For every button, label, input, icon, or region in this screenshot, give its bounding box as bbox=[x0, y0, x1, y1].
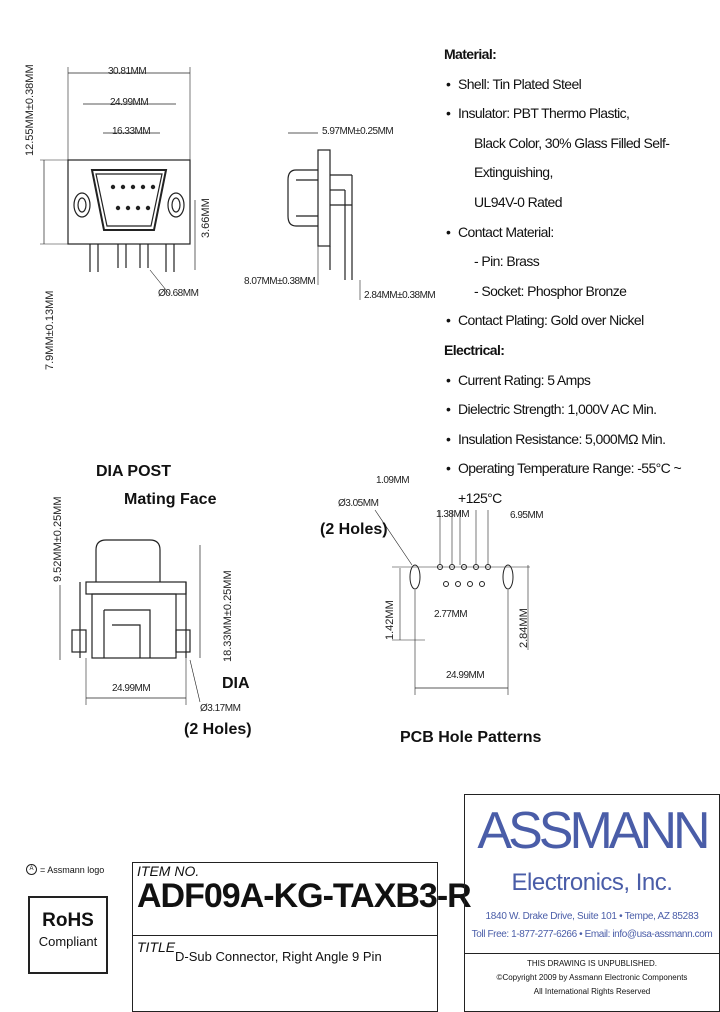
spec-insulator-cont2: UL94V-0 Rated bbox=[474, 193, 563, 210]
pcb-title: PCB Hole Patterns bbox=[400, 729, 542, 746]
dim-front-pin-offset: 3.66MM bbox=[200, 198, 212, 238]
dim-side-pin-row: 8.07MM±0.38MM bbox=[244, 276, 316, 287]
electrical-heading: Electrical: bbox=[444, 341, 505, 358]
spec-contact-plating: Contact Plating: Gold over Nickel bbox=[444, 306, 720, 336]
dim-front-height: 12.55MM±0.38MM bbox=[24, 64, 36, 156]
notice-2: ©Copyright 2009 by Assmann Electronic Co… bbox=[496, 973, 688, 982]
dim-pcb-6: 2.77MM bbox=[434, 609, 468, 620]
logo-note: A = Assmann logo bbox=[26, 864, 104, 875]
dim-mating-post: 9.52MM±0.25MM bbox=[52, 496, 64, 582]
assmann-logo: ASSMANN bbox=[477, 802, 710, 860]
address: 1840 W. Drake Drive, Suite 101 • Tempe, … bbox=[485, 911, 699, 922]
dim-pcb-8: 24.99MM bbox=[446, 670, 485, 681]
pcb-two-holes: (2 Holes) bbox=[320, 521, 388, 538]
rohs-text: RoHS bbox=[42, 910, 94, 931]
title-block: ITEM NO. ADF09A-KG-TAXB3-R TITLE D-Sub C… bbox=[132, 862, 472, 1012]
spec-socket: - Socket: Phosphor Bronze bbox=[474, 282, 627, 299]
dim-mating-depth: 18.33MM±0.25MM bbox=[222, 570, 234, 662]
dim-front-pitch: 24.99MM bbox=[110, 97, 149, 108]
dim-side-pitch: 2.84MM±0.38MM bbox=[364, 290, 436, 301]
dim-pcb-hole: Ø3.05MM bbox=[338, 498, 379, 509]
dim-side-depth: 5.97MM±0.25MM bbox=[322, 126, 394, 137]
dim-front-shell: 16.33MM bbox=[112, 126, 151, 137]
assmann-mark-icon: A bbox=[26, 864, 37, 875]
dim-front-width: 30.81MM bbox=[108, 66, 147, 77]
compliant-text: Compliant bbox=[38, 934, 98, 949]
item-number: ADF09A-KG-TAXB3-R bbox=[137, 877, 472, 915]
spec-pin: - Pin: Brass bbox=[474, 253, 540, 270]
dim-pcb-3: 1.38MM bbox=[436, 509, 470, 520]
dim-pcb-4: 6.95MM bbox=[510, 510, 544, 521]
dim-mating-width: 24.99MM bbox=[112, 683, 151, 694]
contact: Toll Free: 1-877-277-6266 • Email: info@… bbox=[471, 929, 713, 940]
material-heading: Material: bbox=[444, 46, 497, 62]
spec-insulator: Insulator: PBT Thermo Plastic, bbox=[444, 99, 720, 129]
notice-3: All International Rights Reserved bbox=[533, 987, 651, 996]
dim-pcb-7: 2.84MM bbox=[518, 608, 530, 648]
mating-face-label: Mating Face bbox=[124, 491, 217, 508]
dim-mating-hole: Ø3.17MM bbox=[200, 703, 241, 714]
spec-shell: Shell: Tin Plated Steel bbox=[444, 70, 720, 100]
brand-sub: Electronics, Inc. bbox=[511, 869, 673, 896]
spec-insulation: Insulation Resistance: 5,000MΩ Min. bbox=[444, 425, 720, 455]
dim-pcb-1: 1.09MM bbox=[376, 475, 410, 486]
mating-view-drawing bbox=[59, 539, 201, 705]
dim-pcb-5: 1.42MM bbox=[384, 600, 396, 640]
logo-note-text: = Assmann logo bbox=[40, 864, 105, 875]
item-label: ITEM NO. bbox=[137, 863, 200, 879]
rohs-badge: RoHS Compliant bbox=[28, 896, 108, 974]
front-view-drawing bbox=[40, 67, 361, 300]
notice-1: THIS DRAWING IS UNPUBLISHED. bbox=[527, 959, 657, 968]
dim-front-pin-length: 7.9MM±0.13MM bbox=[44, 290, 56, 370]
pcb-pattern-drawing bbox=[374, 509, 530, 695]
brand-block: ASSMANN Electronics, Inc. 1840 W. Drake … bbox=[464, 794, 720, 1012]
dia-label: DIA bbox=[222, 675, 250, 692]
spec-dielectric: Dielectric Strength: 1,000V AC Min. bbox=[444, 395, 720, 425]
title-label: TITLE bbox=[137, 939, 176, 955]
specifications: Material: Shell: Tin Plated Steel Insula… bbox=[444, 40, 720, 514]
dia-post-label: DIA POST bbox=[96, 463, 171, 480]
dim-front-pin-dia: Ø0.68MM bbox=[158, 288, 199, 299]
mating-two-holes: (2 Holes) bbox=[184, 721, 252, 738]
spec-current-rating: Current Rating: 5 Amps bbox=[444, 366, 720, 396]
spec-temperature: Operating Temperature Range: -55°C ~ +12… bbox=[444, 454, 720, 513]
spec-insulator-cont1: Black Color, 30% Glass Filled Self-Extin… bbox=[474, 134, 670, 181]
spec-contact-material: Contact Material: bbox=[444, 218, 720, 248]
title-value: D-Sub Connector, Right Angle 9 Pin bbox=[175, 949, 382, 964]
